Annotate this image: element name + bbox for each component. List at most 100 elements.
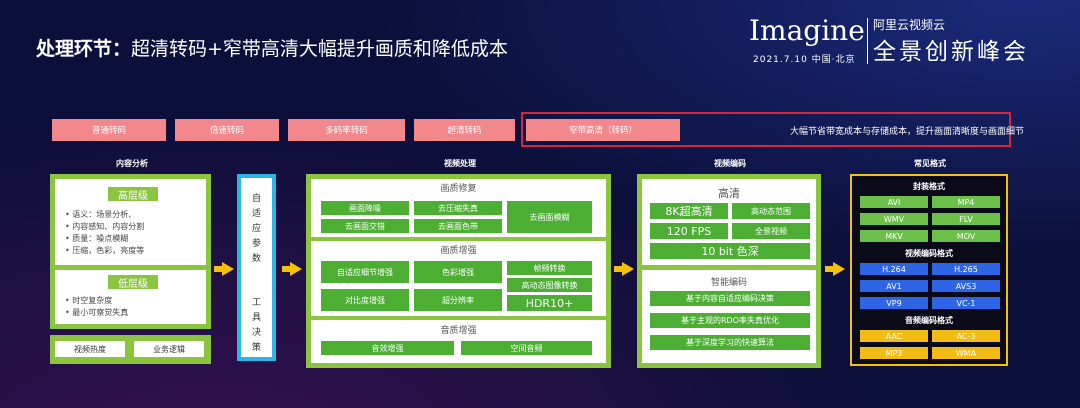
highlight-text: 大幅节省带宽成本与存储成本，提升画面清晰度与画面细节 (790, 127, 1025, 137)
divider (311, 237, 606, 241)
enhance-item: 超分辨率 (414, 289, 502, 311)
format-chip: WMA (932, 347, 1000, 359)
video-encoding-box: 高清 8K超高清 高动态范围 120 FPS 全景视频 10 bit 色深 智能… (637, 174, 821, 368)
char: 适 (251, 209, 261, 219)
repair-item: 去画面交错 (321, 219, 409, 233)
high-level-label: 高层级 (108, 187, 158, 202)
transcode-speed: 倍速转码 (175, 119, 279, 141)
repair-item: 去画面色带 (414, 219, 502, 233)
char: 工 (251, 298, 261, 308)
format-chip: VC-1 (932, 297, 1000, 309)
format-chip: FLV (932, 213, 1000, 225)
enhance-item: 自适应细节增强 (321, 261, 409, 283)
smart-item: 基于深度学习的快速算法 (650, 335, 810, 350)
tags-box: 视频热度 业务逻辑 (50, 335, 211, 364)
section-formats: 常见格式 (914, 159, 946, 168)
char: 具 (251, 313, 261, 323)
tool-decision-label: 工 具 决 策 (241, 296, 272, 356)
enhance-header: 画质增强 (440, 246, 477, 256)
char: 决 (251, 328, 261, 338)
event-logo: Imagine 2021.7.10 中国·北京 阿里云视频云 全景创新峰会 (745, 14, 1045, 70)
format-chip: H.264 (860, 263, 928, 275)
audio-item: 音效增强 (321, 341, 454, 355)
arrow-right-icon (282, 262, 302, 276)
char: 参 (251, 239, 261, 249)
list-item: 压缩，色彩，亮度等 (65, 245, 144, 257)
tag-business-logic: 业务逻辑 (134, 341, 204, 357)
format-chip: AC-3 (932, 330, 1000, 342)
char: 自 (251, 194, 261, 204)
transcode-narrowband: 窄带高清（转码） (526, 119, 680, 141)
low-level-label: 低层级 (108, 275, 158, 290)
enhance-item: HDR10+ (507, 295, 592, 311)
enhance-item: 对比度增强 (321, 289, 409, 311)
hd-item: 120 FPS (650, 223, 728, 239)
repair-header: 画质修复 (440, 184, 477, 194)
hd-item: 10 bit 色深 (650, 243, 810, 259)
section-content-analysis: 内容分析 (116, 159, 148, 168)
char: 策 (251, 343, 261, 353)
high-level-list: 语义：场景分析、 内容感知、内容分割 质量：噪点模糊 压缩，色彩，亮度等 (65, 209, 144, 257)
list-item: 时空复杂度 (65, 295, 128, 307)
format-chip: MP4 (932, 196, 1000, 208)
smart-item: 基于主观的RDO率失真优化 (650, 313, 810, 328)
title-main: 处理环节： (36, 38, 132, 60)
format-chip: WMV (860, 213, 928, 225)
divider (642, 265, 816, 270)
formats-box: 封装格式 AVI MP4 WMV FLV MKV MOV 视频编码格式 H.26… (850, 174, 1008, 366)
format-chip: MP3 (860, 347, 928, 359)
format-chip: VP9 (860, 297, 928, 309)
tag-video-heat: 视频热度 (55, 341, 125, 357)
slide-title: 处理环节：超清转码+窄带高清大幅提升画质和降低成本 (36, 34, 508, 61)
format-chip: AAC (860, 330, 928, 342)
list-item: 最小可察觉失真 (65, 307, 128, 319)
hd-item: 高动态范围 (732, 203, 810, 219)
repair-item: 去画面模糊 (507, 201, 592, 233)
arrow-right-icon (614, 262, 634, 276)
format-chip: MOV (932, 230, 1000, 242)
transcode-ultra: 超清转码 (414, 119, 515, 141)
logo-date: 2021.7.10 中国·北京 (753, 55, 856, 65)
repair-item: 去压缩失真 (414, 201, 502, 215)
enhance-item: 高动态图像转换 (507, 278, 592, 292)
logo-event-name: 全景创新峰会 (873, 39, 1029, 65)
char: 数 (251, 254, 261, 264)
level-divider (55, 265, 206, 270)
hd-header: 高清 (718, 187, 740, 200)
enhance-item: 帧频转换 (507, 261, 592, 275)
section-video-encoding: 视频编码 (714, 159, 746, 168)
hd-item: 全景视频 (732, 223, 810, 239)
low-level-list: 时空复杂度 最小可察觉失真 (65, 295, 128, 319)
audio-item: 空间音频 (461, 341, 592, 355)
section-video-processing: 视频处理 (444, 159, 476, 168)
content-analysis-box: 高层级 语义：场景分析、 内容感知、内容分割 质量：噪点模糊 压缩，色彩，亮度等… (50, 174, 211, 329)
video-processing-box: 画质修复 画面降噪 去压缩失真 去画面交错 去画面色带 去画面模糊 画质增强 自… (306, 174, 611, 368)
list-item: 内容感知、内容分割 (65, 221, 144, 233)
repair-item: 画面降噪 (321, 201, 409, 215)
logo-divider (867, 18, 868, 64)
arrow-right-icon (214, 262, 234, 276)
format-chip: AVS3 (932, 280, 1000, 292)
list-item: 质量：噪点模糊 (65, 233, 144, 245)
highlight-frame (521, 112, 1011, 147)
smart-header: 智能编码 (710, 278, 747, 288)
list-item: 语义：场景分析、 (65, 209, 144, 221)
adaptive-tool-box: 自 适 应 参 数 工 具 决 策 (237, 174, 276, 361)
logo-word: Imagine (749, 14, 865, 47)
smart-item: 基于内容自适应编码决策 (650, 291, 810, 306)
title-sub: 超清转码+窄带高清大幅提升画质和降低成本 (131, 38, 508, 60)
char: 应 (251, 224, 261, 234)
logo-org: 阿里云视频云 (873, 18, 946, 32)
audio-formats-header: 音频编码格式 (905, 316, 953, 325)
arrow-right-icon (825, 262, 845, 276)
video-formats-header: 视频编码格式 (905, 249, 953, 258)
format-chip: AVI (860, 196, 928, 208)
divider (311, 316, 606, 320)
transcode-multibitrate: 多码率转码 (288, 119, 405, 141)
format-chip: H.265 (932, 263, 1000, 275)
adaptive-params-label: 自 适 应 参 数 (241, 192, 272, 267)
hd-item: 8K超高清 (650, 203, 728, 219)
format-chip: MKV (860, 230, 928, 242)
audio-header: 音质增强 (440, 326, 477, 336)
